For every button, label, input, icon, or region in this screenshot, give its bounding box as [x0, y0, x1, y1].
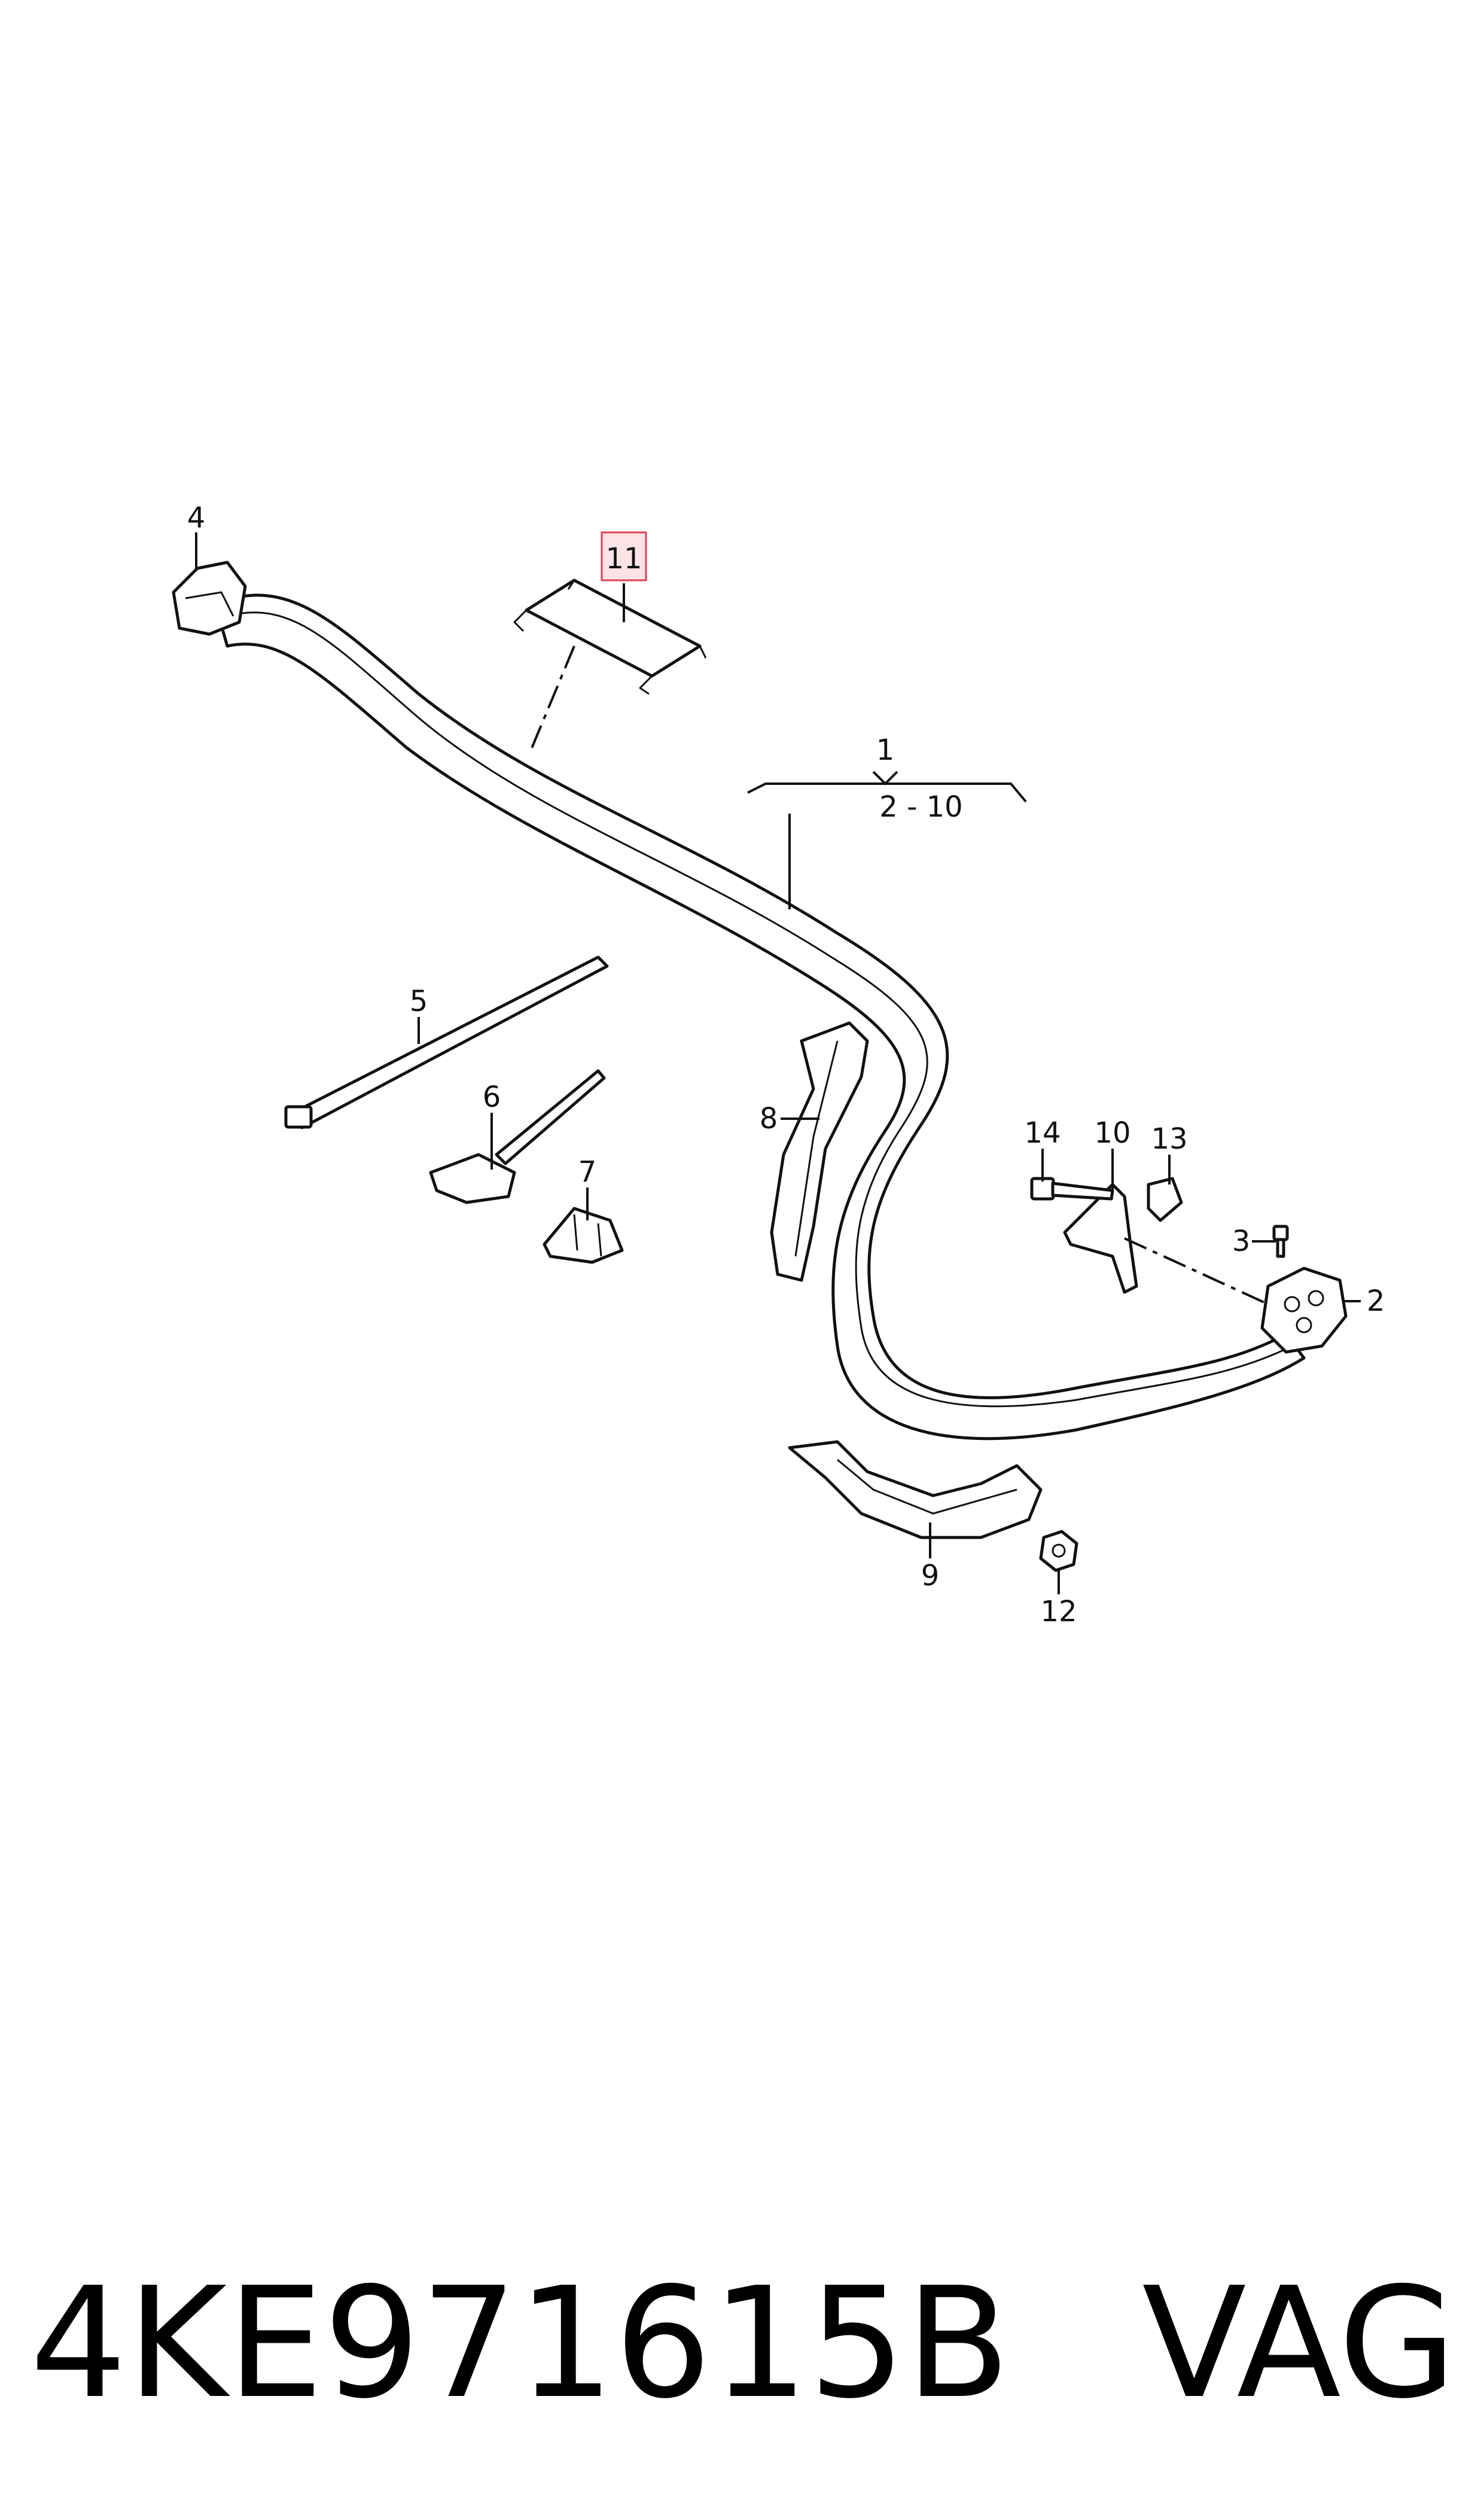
callout-3: 3 — [1232, 1225, 1251, 1258]
part-11-cover — [513, 578, 707, 695]
callout-14: 14 — [1024, 1116, 1061, 1150]
brand-label: VAG — [1142, 2255, 1456, 2432]
part-10-bracket — [1063, 1183, 1138, 1294]
callout-1: 1 — [876, 733, 895, 767]
part-3-screw — [1272, 1225, 1289, 1258]
dash-line-11 — [528, 646, 575, 754]
part-14-bolt — [1030, 1177, 1114, 1201]
part-5-cable-tie — [284, 955, 609, 1129]
callout-5: 5 — [410, 985, 428, 1018]
callout-2: 2 — [1367, 1284, 1385, 1318]
callout-12: 12 — [1040, 1595, 1077, 1628]
part-7-clip — [543, 1207, 624, 1264]
callout-7: 7 — [578, 1155, 597, 1189]
part-13-clip-nut — [1147, 1177, 1183, 1222]
part-6-tie-clip — [429, 1069, 606, 1204]
leader-lines — [195, 532, 1361, 1594]
dash-line-2 — [1124, 1237, 1269, 1305]
wiring-harness — [172, 561, 1348, 1441]
callout-11-highlight — [601, 531, 647, 581]
callout-range: 2 - 10 — [879, 790, 962, 824]
part-12-nut — [1039, 1530, 1078, 1572]
callout-10: 10 — [1094, 1116, 1130, 1150]
callout-labels: 4 11 1 2 - 10 5 6 7 8 9 10 12 13 14 3 2 — [187, 501, 1385, 1628]
part-8-guide — [770, 1021, 869, 1282]
callout-8: 8 — [760, 1102, 778, 1135]
part-number: 4KE971615B — [30, 2255, 1010, 2432]
part-9-guide — [788, 1440, 1043, 1539]
footer: 4KE971615B VAG — [30, 2255, 1456, 2432]
callout-4: 4 — [187, 501, 206, 535]
callout-13: 13 — [1151, 1122, 1187, 1156]
callout-11: 11 — [605, 542, 642, 576]
callout-6: 6 — [483, 1080, 501, 1114]
callout-9: 9 — [921, 1559, 940, 1593]
